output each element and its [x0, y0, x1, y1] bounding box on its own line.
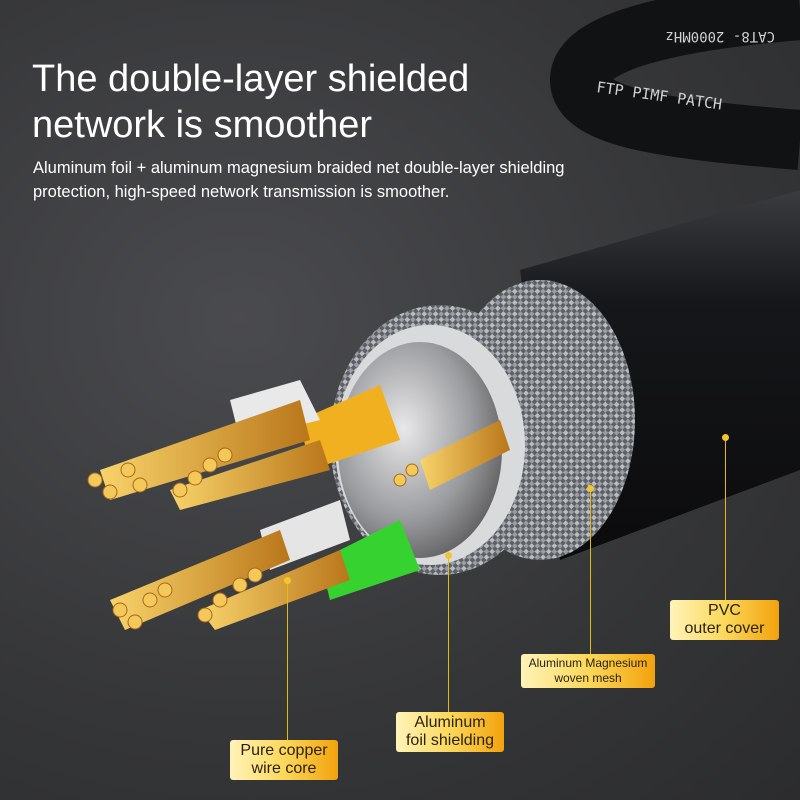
callout-dot-mesh — [587, 485, 594, 492]
label-pvc-line2: outer cover — [684, 620, 765, 637]
wire-pairs — [87, 380, 510, 630]
cable-print-upper: CAT8- 2000MHz — [665, 28, 775, 44]
callout-line-mesh — [590, 488, 591, 654]
label-foil-line2: foil shielding — [405, 732, 495, 749]
headline-line1: The double-layer shielded — [32, 58, 470, 100]
callout-line-copper — [287, 580, 288, 740]
label-mesh: Aluminum Magnesium woven mesh — [521, 654, 655, 688]
label-mesh-line1: Aluminum Magnesium — [528, 656, 648, 670]
label-copper-line1: Pure copper — [240, 742, 328, 759]
label-copper: Pure copper wire core — [230, 740, 338, 780]
callout-dot-copper — [284, 577, 291, 584]
headline-line2: network is smoother — [32, 104, 373, 146]
callout-line-foil — [448, 555, 449, 712]
label-copper-line2: wire core — [251, 760, 317, 777]
label-foil-line1: Aluminum — [414, 714, 486, 731]
cable-loop — [549, 0, 800, 170]
label-mesh-line2: woven mesh — [554, 671, 622, 685]
callout-line-pvc — [725, 437, 726, 600]
callout-dot-foil — [445, 552, 452, 559]
callout-dot-pvc — [722, 434, 729, 441]
headline: The double-layer shielded network is smo… — [32, 56, 469, 148]
label-foil: Aluminum foil shielding — [396, 712, 504, 752]
subtitle: Aluminum foil + aluminum magnesium braid… — [33, 159, 565, 201]
label-pvc-line1: PVC — [708, 602, 741, 619]
label-pvc: PVC outer cover — [670, 600, 779, 640]
